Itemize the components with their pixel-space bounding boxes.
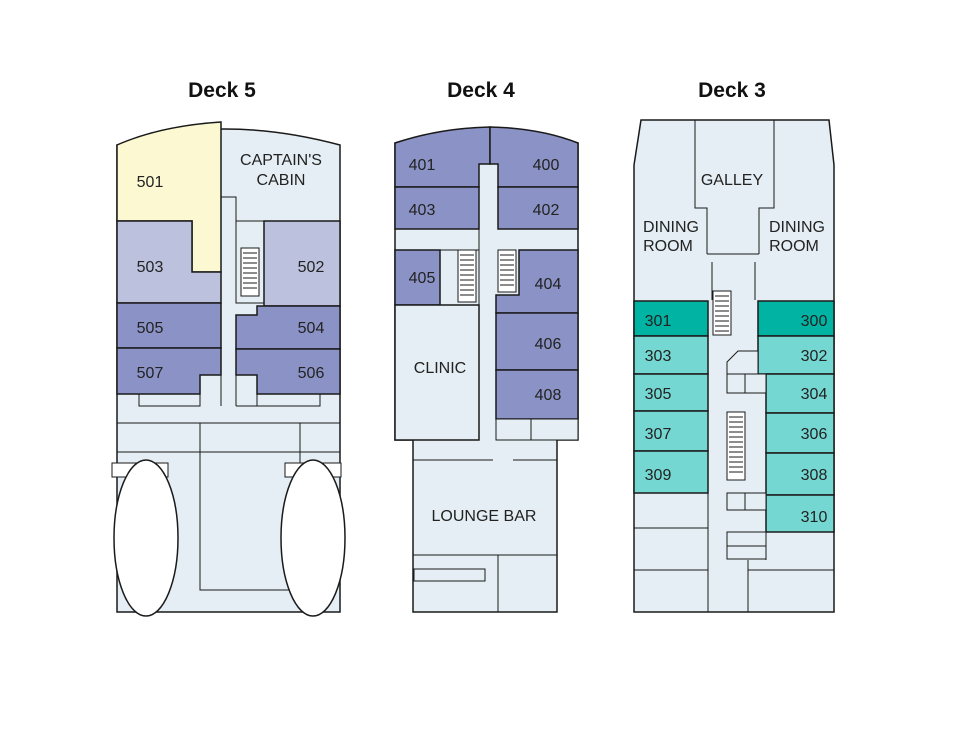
cabin-408[interactable] bbox=[495, 369, 579, 420]
deck-5-title: Deck 5 bbox=[188, 79, 256, 102]
cabin-302[interactable] bbox=[757, 335, 835, 375]
room-number-306: 306 bbox=[801, 426, 828, 443]
room-number-308: 308 bbox=[801, 467, 828, 484]
room-number-404: 404 bbox=[535, 276, 562, 293]
room-number-301: 301 bbox=[645, 313, 672, 330]
room-number-309: 309 bbox=[645, 467, 672, 484]
deck-3-title: Deck 3 bbox=[698, 79, 766, 102]
room-number-402: 402 bbox=[533, 202, 560, 219]
clinic-room[interactable] bbox=[394, 304, 480, 441]
cabin-301[interactable] bbox=[633, 300, 709, 337]
room-number-310: 310 bbox=[801, 509, 828, 526]
cabin-306[interactable] bbox=[765, 412, 835, 454]
room-number-303: 303 bbox=[645, 348, 672, 365]
room-number-406: 406 bbox=[535, 336, 562, 353]
deck-4-plan: Deck 4 CL bbox=[394, 79, 579, 613]
cabin-406[interactable] bbox=[495, 312, 579, 371]
cabin-403[interactable] bbox=[394, 186, 480, 230]
room-number-302: 302 bbox=[801, 348, 828, 365]
cabin-402[interactable] bbox=[497, 186, 579, 230]
label-lounge-bar: LOUNGE BAR bbox=[432, 508, 537, 525]
room-number-506: 506 bbox=[298, 365, 325, 382]
label-room-left: ROOM bbox=[643, 238, 693, 255]
label-clinic: CLINIC bbox=[414, 360, 466, 377]
room-number-401: 401 bbox=[409, 157, 436, 174]
label-dining-left-1: DINING bbox=[643, 219, 699, 236]
cabin-308[interactable] bbox=[765, 452, 835, 496]
deck-4-stairs[interactable] bbox=[457, 249, 517, 303]
room-number-400: 400 bbox=[533, 157, 560, 174]
cabin-405[interactable] bbox=[394, 249, 441, 306]
deck-4-title: Deck 4 bbox=[447, 79, 515, 102]
room-number-405: 405 bbox=[409, 270, 436, 287]
room-number-503: 503 bbox=[137, 259, 164, 276]
deck-5-plan: Deck 5 CAPTAI bbox=[111, 79, 346, 617]
deck-3-plan: Deck 3 bbox=[633, 79, 835, 613]
room-number-304: 304 bbox=[801, 386, 828, 403]
room-number-403: 403 bbox=[409, 202, 436, 219]
cabin-400[interactable] bbox=[489, 126, 579, 188]
room-number-305: 305 bbox=[645, 386, 672, 403]
label-galley: GALLEY bbox=[701, 172, 764, 189]
room-number-504: 504 bbox=[298, 320, 325, 337]
deck-3-stairs[interactable] bbox=[712, 290, 746, 481]
deck-5-stairs[interactable] bbox=[240, 247, 260, 297]
room-number-507: 507 bbox=[137, 365, 164, 382]
cabin-300[interactable] bbox=[757, 300, 835, 337]
lifeboat-starboard bbox=[280, 459, 346, 617]
room-number-502: 502 bbox=[298, 259, 325, 276]
cabin-310[interactable] bbox=[765, 494, 835, 533]
cabin-505[interactable] bbox=[116, 302, 222, 349]
label-captains: CAPTAIN'S bbox=[240, 152, 322, 169]
room-number-307: 307 bbox=[645, 426, 672, 443]
deck-5-corridor-walls bbox=[138, 303, 321, 407]
lifeboat-port bbox=[113, 459, 179, 617]
room-number-501: 501 bbox=[137, 174, 164, 191]
room-number-300: 300 bbox=[801, 313, 828, 330]
label-room-right: ROOM bbox=[769, 238, 819, 255]
label-cabin: CABIN bbox=[257, 172, 306, 189]
cabin-309[interactable] bbox=[633, 450, 709, 494]
label-dining-right-1: DINING bbox=[769, 219, 825, 236]
cabin-401[interactable] bbox=[394, 126, 491, 188]
room-number-408: 408 bbox=[535, 387, 562, 404]
room-number-505: 505 bbox=[137, 320, 164, 337]
galley-walls bbox=[694, 120, 775, 300]
